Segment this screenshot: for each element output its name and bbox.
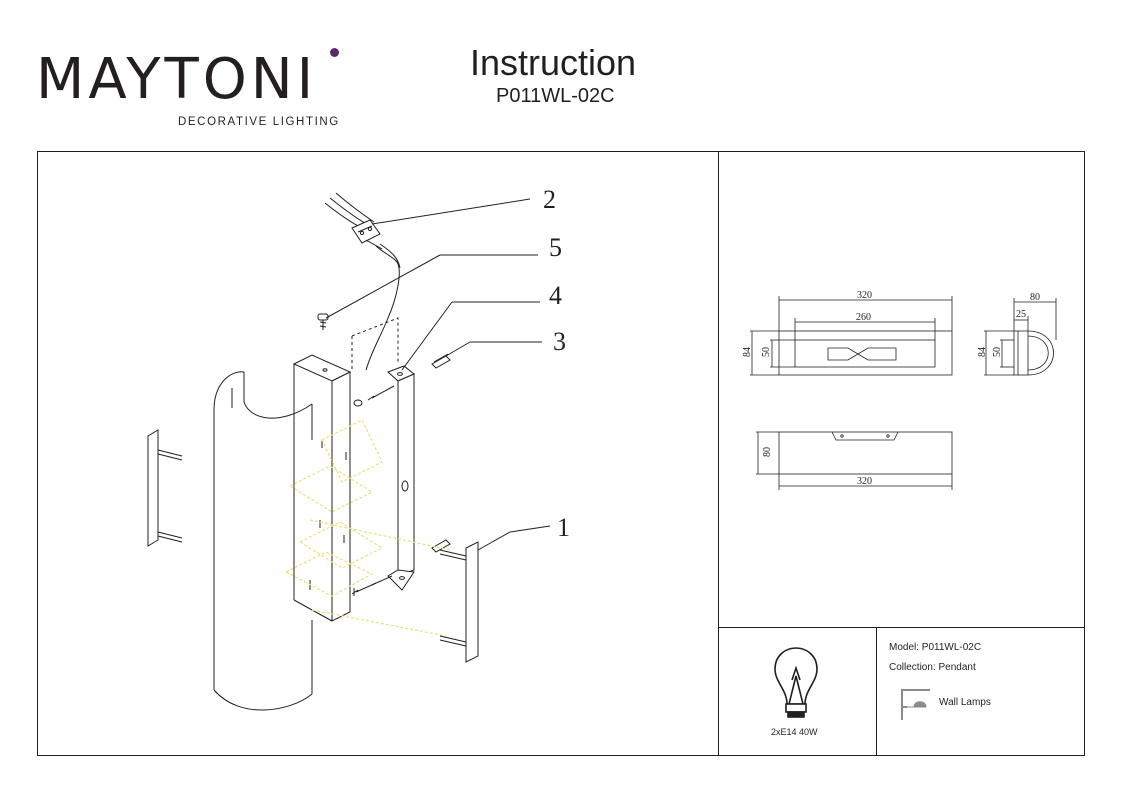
part-label-3: 3 [553, 327, 566, 356]
model-label: Model: [889, 642, 920, 653]
end-cap-left [147, 429, 183, 547]
dim-side-depth: 80 [1030, 292, 1040, 303]
dim-top-width-outer: 320 [857, 290, 872, 301]
drawing-frame [37, 151, 1085, 756]
lamp-type: Wall Lamps [939, 697, 991, 708]
frame-divider-horizontal [718, 627, 1085, 628]
alignment-guides [284, 419, 451, 637]
part-label-4: 4 [549, 281, 562, 310]
mounting-bracket-part-4 [387, 365, 415, 591]
lamp-spec: 2xE14 40W [771, 727, 818, 737]
side-view-drawing [984, 298, 1057, 376]
dim-side-offset: 25 [1016, 309, 1026, 320]
brand-logo: MAYTONI DECORATIVE LIGHTING [36, 48, 346, 130]
wall-lamp-icon [901, 689, 930, 720]
collection-label: Collection: [889, 662, 936, 673]
model-value: P011WL-02C [921, 642, 982, 653]
dim-top-width-inner: 260 [856, 312, 871, 323]
dim-front-height: 80 [762, 447, 773, 457]
brand-tagline: DECORATIVE LIGHTING [178, 116, 340, 128]
part-label-5: 5 [549, 233, 562, 262]
frame-divider-vertical [718, 151, 719, 756]
dim-top-height-inner: 50 [761, 347, 772, 357]
assembly-drawing [147, 192, 551, 711]
dim-front-width: 320 [857, 476, 872, 487]
front-view-drawing [756, 431, 953, 490]
terminal-block [351, 219, 383, 250]
top-view-drawing [750, 296, 953, 376]
model-code: P011WL-02C [496, 85, 615, 107]
light-bulb-icon [774, 647, 818, 718]
dim-top-height-outer: 84 [742, 347, 753, 357]
brand-name: MAYTONI [36, 47, 318, 112]
part-label-2: 2 [543, 185, 556, 214]
wall-block [292, 354, 355, 622]
model-info: Model: P011WL-02C [889, 642, 981, 653]
page-title: Instruction [470, 42, 637, 83]
lamp-shade [213, 371, 313, 711]
brand-accent-dot [330, 48, 339, 57]
part-label-1: 1 [557, 513, 570, 542]
screw-part-5 [317, 313, 329, 330]
end-cap-part-1 [439, 541, 479, 663]
collection-info: Collection: Pendant [889, 662, 976, 673]
screws [351, 385, 395, 595]
frame-divider-info [876, 627, 877, 756]
wall-plug-part-3 [431, 353, 451, 553]
collection-value: Pendant [938, 662, 976, 673]
dim-side-height-inner: 50 [992, 347, 1003, 357]
dim-side-height-outer: 84 [977, 347, 988, 357]
